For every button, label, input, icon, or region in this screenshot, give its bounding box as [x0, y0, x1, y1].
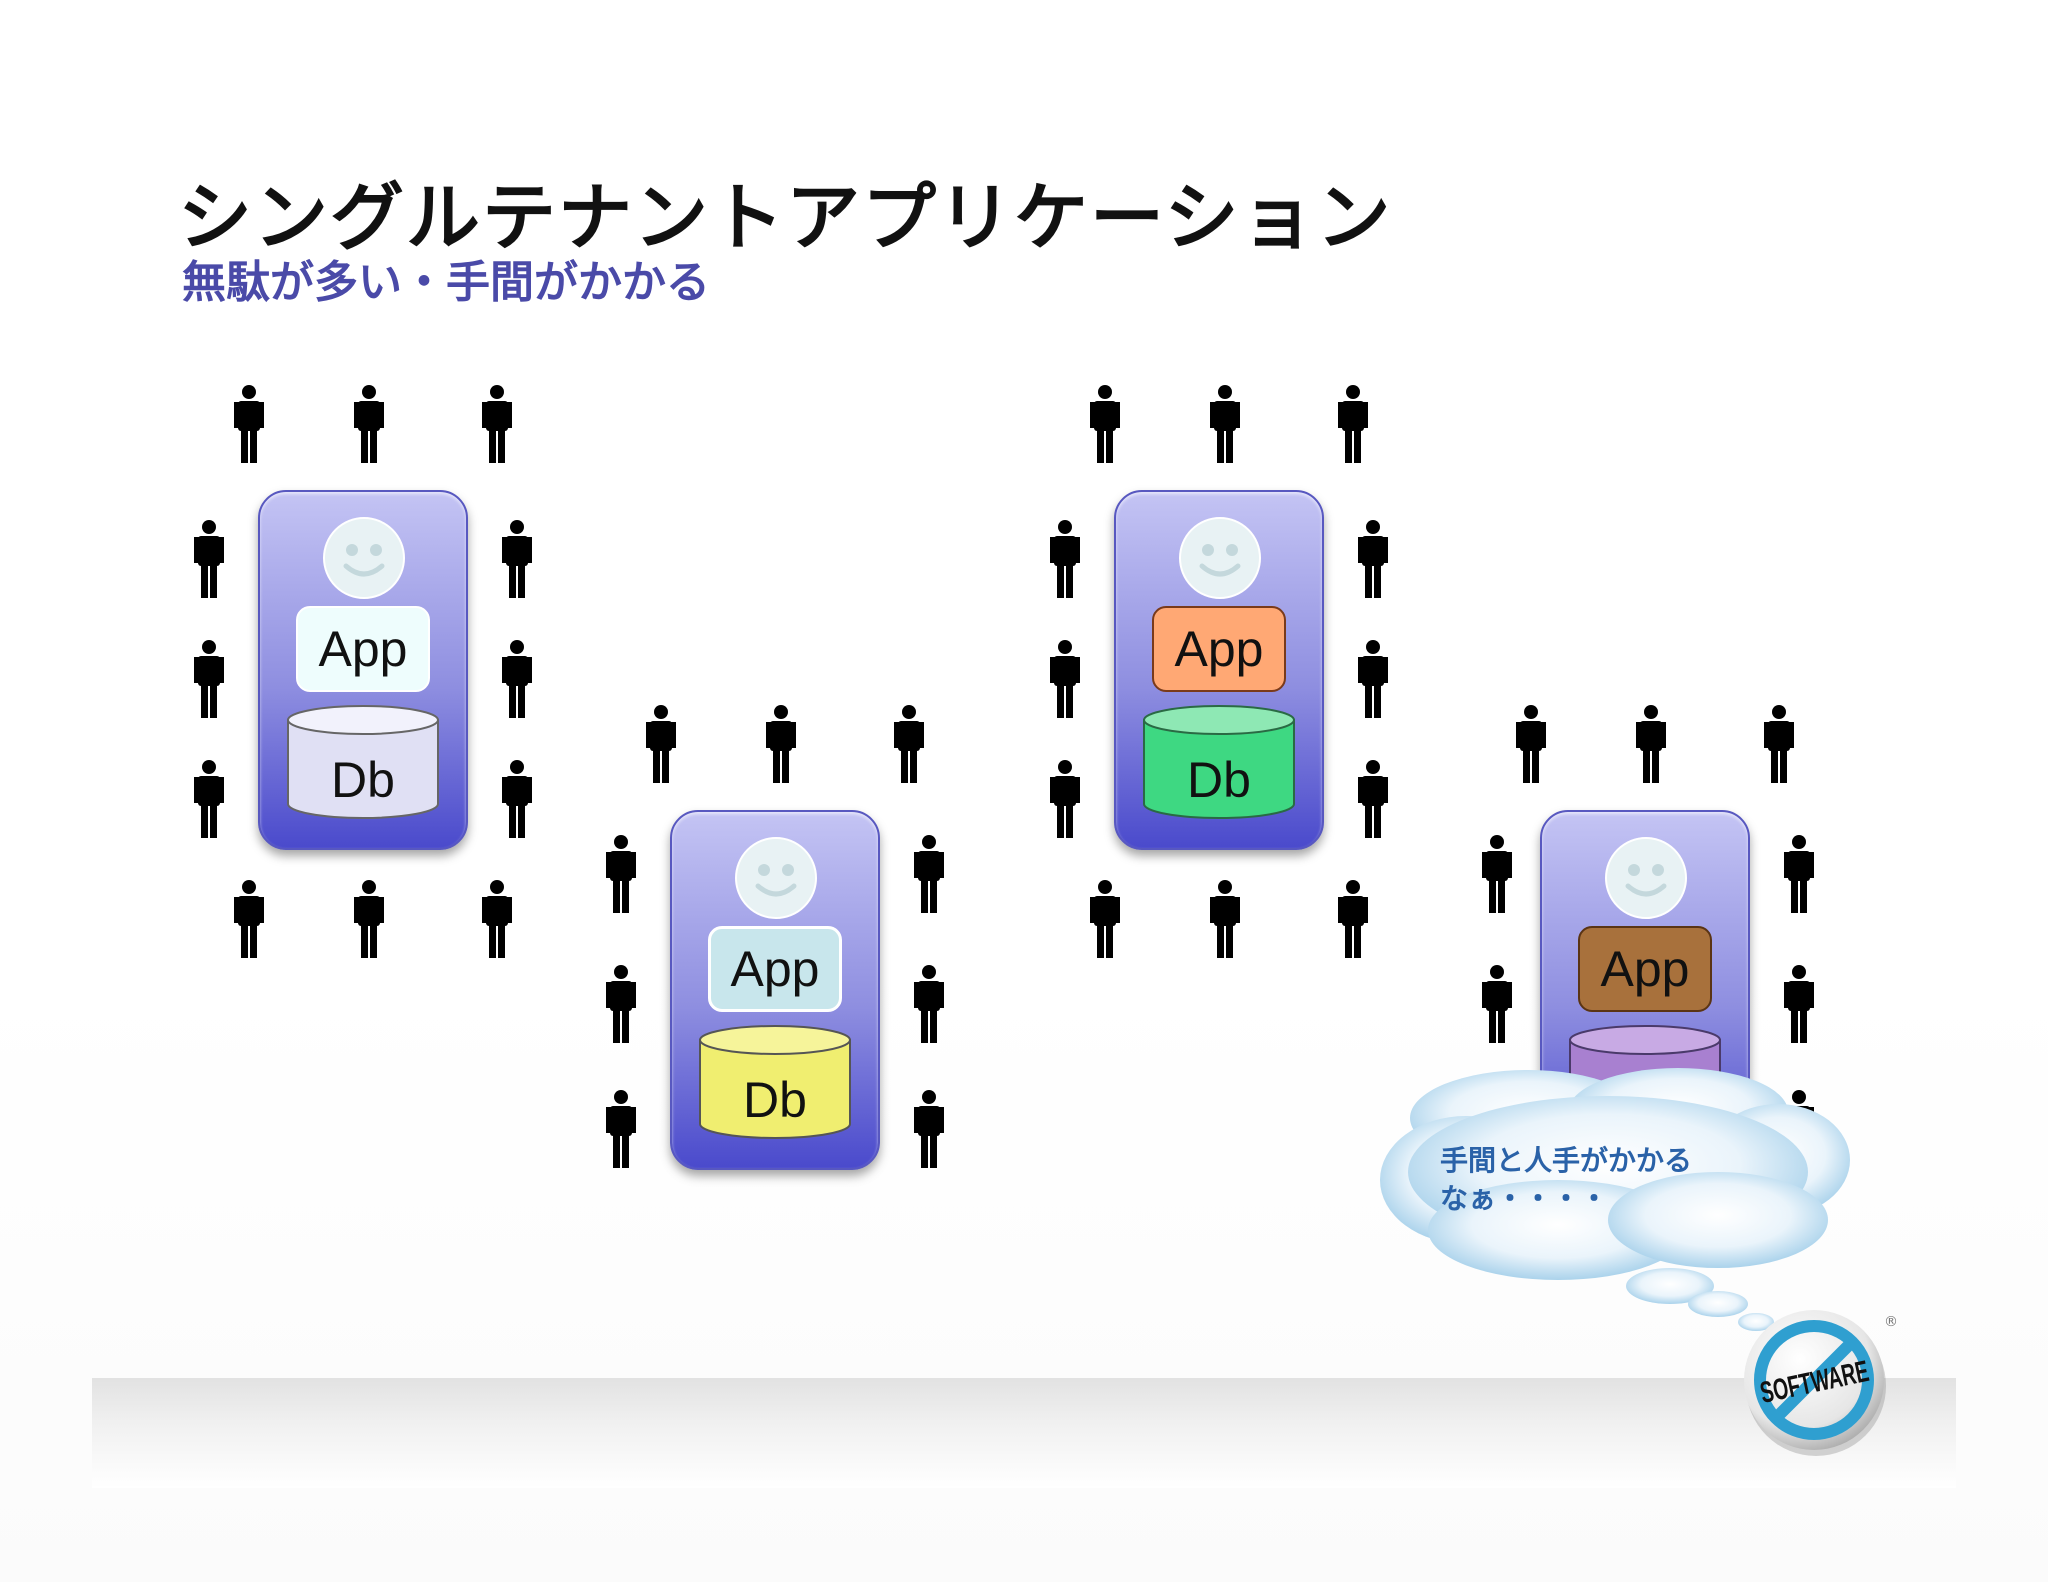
database-icon: [1143, 705, 1295, 819]
app-label: App: [1600, 941, 1690, 997]
person-icon: [606, 835, 636, 913]
person-icon: [1358, 640, 1388, 718]
person-icon: [1516, 705, 1546, 783]
smiley-face-icon: [735, 837, 817, 919]
person-icon: [646, 705, 676, 783]
person-icon: [482, 385, 512, 463]
person-icon: [1338, 385, 1368, 463]
app-box: App: [296, 606, 430, 692]
person-icon: [194, 760, 224, 838]
person-icon: [1090, 880, 1120, 958]
person-icon: [1090, 385, 1120, 463]
person-icon: [1358, 760, 1388, 838]
db-label: Db: [1187, 752, 1251, 808]
person-icon: [234, 385, 264, 463]
person-icon: [502, 760, 532, 838]
person-icon: [234, 880, 264, 958]
registered-mark: ®: [1884, 1314, 1898, 1330]
person-icon: [194, 640, 224, 718]
app-label: App: [730, 941, 820, 997]
database-icon: [699, 1025, 851, 1139]
smiley-face-icon: [1605, 837, 1687, 919]
person-icon: [914, 965, 944, 1043]
person-icon: [1784, 965, 1814, 1043]
app-box: App: [1578, 926, 1712, 1012]
person-icon: [1050, 640, 1080, 718]
db-label: Db: [743, 1072, 807, 1128]
thought-text: 手間と人手がかかる なぁ・・・・: [1440, 1142, 1692, 1218]
db-label: Db: [331, 752, 395, 808]
person-icon: [1764, 705, 1794, 783]
person-icon: [1636, 705, 1666, 783]
database-icon: [287, 705, 439, 819]
person-icon: [482, 880, 512, 958]
person-icon: [766, 705, 796, 783]
person-icon: [354, 880, 384, 958]
person-icon: [1210, 880, 1240, 958]
person-icon: [1338, 880, 1368, 958]
slide-subtitle: 無駄が多い・手間がかかる: [182, 257, 710, 308]
thought-line-2: なぁ・・・・: [1440, 1182, 1609, 1215]
person-icon: [194, 520, 224, 598]
thought-line-1: 手間と人手がかかる: [1440, 1144, 1693, 1177]
app-box: App: [708, 926, 842, 1012]
app-box: App: [1152, 606, 1286, 692]
person-icon: [354, 385, 384, 463]
person-icon: [1482, 835, 1512, 913]
thought-cloud: [1380, 1068, 1850, 1331]
person-icon: [606, 1090, 636, 1168]
floor-reflection: [92, 1378, 1956, 1488]
person-icon: [1050, 520, 1080, 598]
person-icon: [1784, 835, 1814, 913]
person-icon: [894, 705, 924, 783]
person-icon: [1050, 760, 1080, 838]
smiley-face-icon: [1179, 517, 1261, 599]
person-icon: [502, 520, 532, 598]
no-software-logo: SOFTWARE ®: [1744, 1310, 1898, 1456]
person-icon: [914, 835, 944, 913]
person-icon: [914, 1090, 944, 1168]
smiley-face-icon: [323, 517, 405, 599]
slide-title: シングルテナントアプリケーション: [178, 175, 1393, 261]
person-icon: [606, 965, 636, 1043]
tenant-2: App Db: [670, 810, 880, 1170]
person-icon: [1482, 965, 1512, 1043]
tenant-1: App Db: [258, 490, 468, 850]
person-icon: [502, 640, 532, 718]
app-label: App: [318, 621, 408, 677]
person-icon: [1358, 520, 1388, 598]
tenant-3: App Db: [1114, 490, 1324, 850]
person-icon: [1210, 385, 1240, 463]
app-label: App: [1174, 621, 1264, 677]
